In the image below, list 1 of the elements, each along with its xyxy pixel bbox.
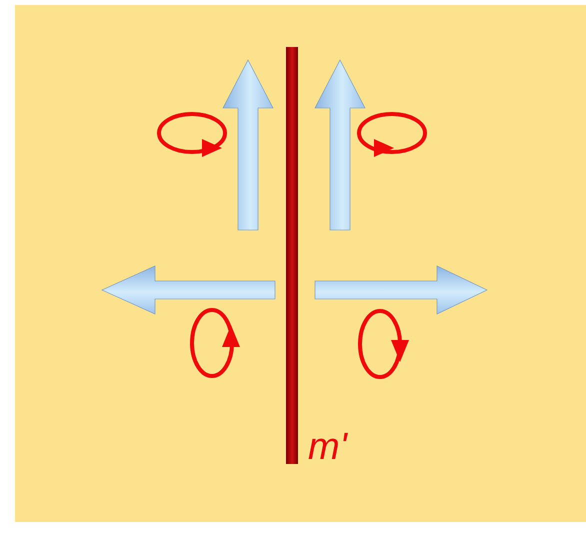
mirror-label: m' [308,428,347,466]
